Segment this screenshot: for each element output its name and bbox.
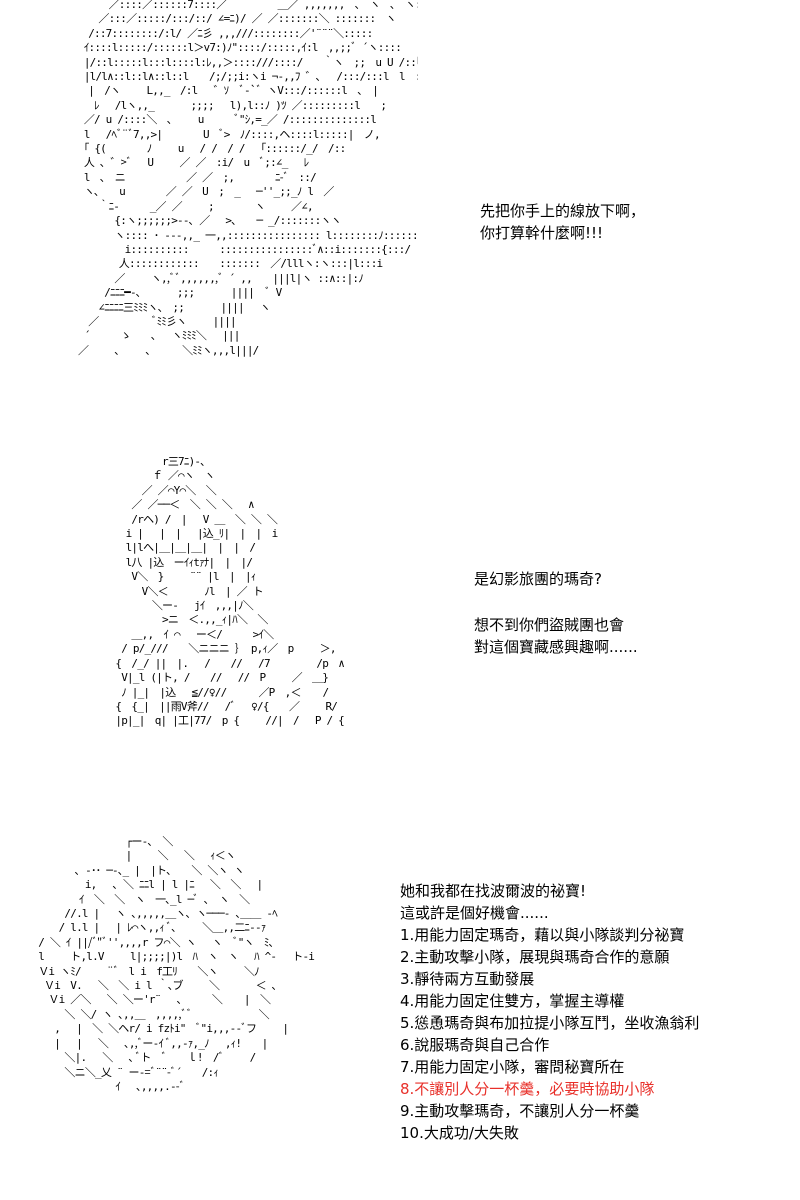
- dialogue-panel-1: 先把你手上的線放下啊， 你打算幹什麼啊!!!: [480, 200, 645, 244]
- ascii-art-character-2: r三7ﾆ)-､ ｆ ／⌒ヽ ヽ ／ ／⌒Y⌒＼ ＼ ／ ／──＜ ＼ ＼ ＼ ∧…: [115, 455, 345, 728]
- dialogue-line: 她和我都在找波爾波的祕寶!: [400, 882, 587, 900]
- paragraph-gap: [474, 590, 638, 614]
- dialogue-line: 先把你手上的線放下啊，: [480, 202, 646, 220]
- choice-item: 4.用能力固定住雙方，掌握主導權: [400, 992, 625, 1010]
- choice-item: 7.用能力固定小隊，審問秘寶所在: [400, 1058, 625, 1076]
- dialogue-panel-2: 是幻影旅團的瑪奇? 想不到你們盜賊團也會 對這個寶藏感興趣啊......: [474, 568, 638, 658]
- choice-item: 2.主動攻擊小隊，展現與瑪奇合作的意願: [400, 948, 670, 966]
- choice-item: 5.慫恿瑪奇與布加拉提小隊互鬥，坐收漁翁利: [400, 1014, 700, 1032]
- choice-item: 6.說服瑪奇與自己合作: [400, 1036, 550, 1054]
- choice-item: 1.用能力固定瑪奇，藉以與小隊談判分祕寶: [400, 926, 685, 944]
- dialogue-line: 想不到你們盜賊團也會: [474, 616, 625, 634]
- dialogue-panel-3: 她和我都在找波爾波的祕寶! 這或許是個好機會...... 1.用能力固定瑪奇，藉…: [400, 880, 699, 1144]
- dialogue-line: 你打算幹什麼啊!!!: [480, 224, 604, 242]
- choice-item: 9.主動攻擊瑪奇，不讓別人分一杯羹: [400, 1102, 640, 1120]
- dialogue-line: 對這個寶藏感興趣啊......: [474, 638, 638, 656]
- ascii-art-character-3: ┌ー-､ ＼ | ＼ ＼ ｨ＜ヽ ､ ‐･･ ─-､_ | |ト､ ＼ ＼ヽ ヽ…: [38, 835, 315, 1093]
- choice-list: 1.用能力固定瑪奇，藉以與小隊談判分祕寶 2.主動攻擊小隊，展現與瑪奇合作的意願 3…: [400, 924, 699, 1144]
- choice-item-highlighted: 8.不讓別人分一杯羹，必要時協助小隊: [400, 1080, 655, 1098]
- ascii-art-character-1: ／::::／::::::7::::／ ＿／ ,,,,,,, ､ ヽ ､ ヽ:::…: [78, 0, 418, 357]
- choice-item: 3.靜待兩方互動發展: [400, 970, 535, 988]
- dialogue-line: 這或許是個好機會......: [400, 904, 549, 922]
- dialogue-line: 是幻影旅團的瑪奇?: [474, 570, 602, 588]
- choice-item: 10.大成功/大失敗: [400, 1124, 519, 1142]
